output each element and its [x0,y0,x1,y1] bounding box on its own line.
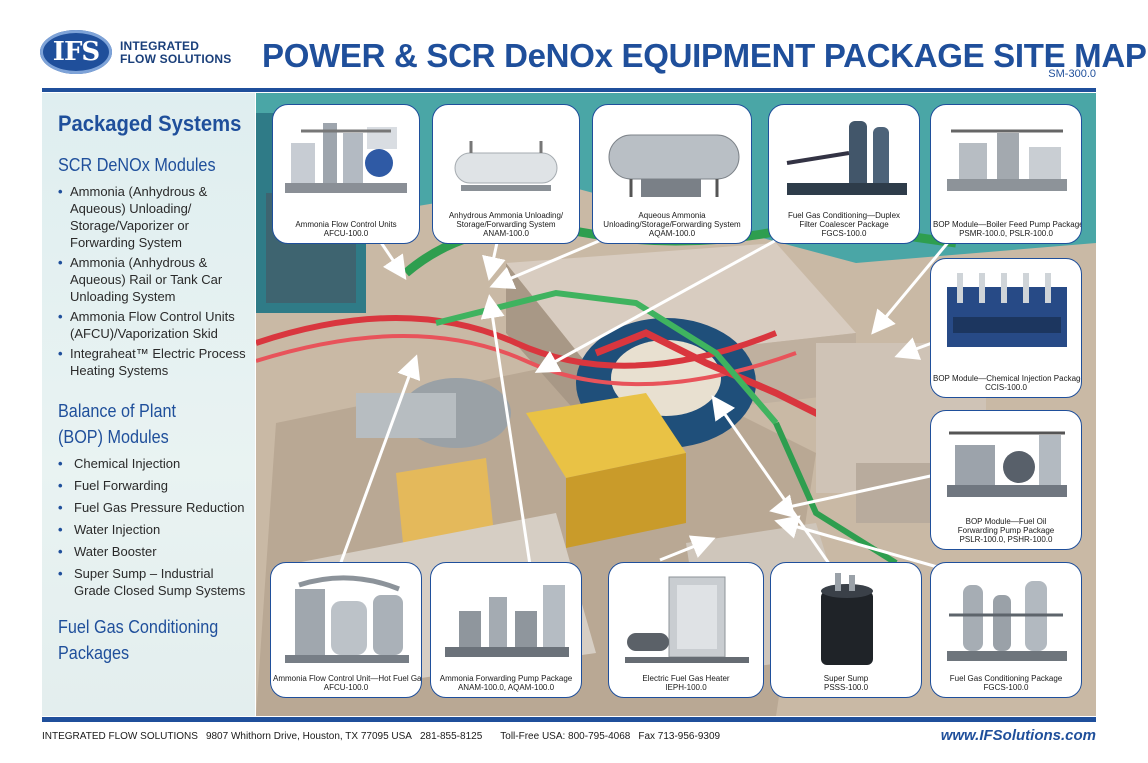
ifs-logo[interactable]: IFS INTEGRATED FLOW SOLUTIONS [40,28,240,78]
footer-address: 9807 Whithorn Drive, Houston, TX 77095 U… [205,731,412,742]
logo-line-2: FLOW SOLUTIONS [120,52,232,66]
arrow-fgcs [534,236,781,373]
ammonia-tank-icon [454,141,558,191]
afcu-skid-icon [285,123,407,193]
website-link[interactable]: www.IFSolutions.com [940,727,1096,744]
footer-fax: Fax 713-956-9309 [638,731,721,742]
logo-wordmark: INTEGRATED FLOW SOLUTIONS [120,40,231,66]
arrow-super-sump [711,395,832,566]
bop-item: •Water Booster [58,544,157,559]
scr-list: •Ammonia (Anhydrous & Aqueous) Unloading… [56,183,251,382]
bop-item: •Super Sump – Industrial Grade Closed Su… [58,566,246,598]
arrow-afcu [376,237,407,280]
fuel-gas-conditioning-icon [947,581,1067,661]
bop-list: •Chemical Injection •Fuel Forwarding •Fu… [56,455,251,604]
super-sump-tank-icon [821,573,873,665]
aqueous-tank-icon [608,134,740,197]
yellow-structure-front [566,453,686,548]
scr-item: •Ammonia Flow Control Units (AFCU)/Vapor… [58,309,235,341]
hot-fuel-gas-afcu-icon [285,575,409,663]
arrow-boiler-feed [871,239,952,335]
red-pipe-1 [256,315,778,369]
card-anam[interactable]: Anhydrous Ammonia Unloading/Storage/Forw… [432,104,580,244]
arrow-aqam [489,236,607,290]
sidebar: Packaged Systems SCR DeNOx Modules •Ammo… [42,93,255,716]
logo-letters: IFS [52,37,100,67]
filter-coalescer-icon [786,121,907,195]
footer-divider [42,717,1096,722]
header-divider [42,88,1096,92]
sidebar-heading: Packaged Systems [58,111,242,136]
footer-contact: INTEGRATED FLOW SOLUTIONS 9807 Whithorn D… [42,731,728,742]
scr-heading: SCR DeNOx Modules [58,155,216,175]
logo-oval-icon [40,30,112,74]
bop-item: •Fuel Gas Pressure Reduction [58,500,245,515]
bop-heading-line-1: Balance of Plant [58,401,176,421]
arrow-fuel-oil [769,473,936,518]
bop-heading-line-2: (BOP) Modules [58,427,169,447]
yellow-structure [526,393,686,478]
red-pipe-2 [256,334,797,387]
arrow-heater [659,535,716,562]
footer-tollfree: Toll-Free USA: 800-795-4068 [500,731,631,742]
page-title: POWER & SCR DeNOx EQUIPMENT PACKAGE SITE… [262,37,1147,74]
card-caption: Anhydrous Ammonia Unloading/Storage/Forw… [448,211,564,238]
boiler-feed-pump-icon [947,129,1067,191]
footer-company: INTEGRATED FLOW SOLUTIONS [42,731,198,742]
fgc-heading-line-2: Packages [58,643,130,663]
forwarding-pump-icon [445,585,569,657]
logo-line-1: INTEGRATED [120,39,200,53]
silver-drum-body [356,393,456,438]
document-code: SM-300.0 [1048,68,1096,80]
chemical-injection-icon [947,273,1067,347]
scr-item: •Ammonia (Anhydrous & Aqueous) Unloading… [58,184,208,250]
bop-item: •Fuel Forwarding [58,478,168,493]
arrow-hot-fuel-gas [338,354,421,566]
bop-item: •Water Injection [58,522,161,537]
arrow-fgc-package [774,515,949,572]
electric-heater-icon [625,576,749,663]
scr-item: •Integraheat™ Electric Process Heating S… [58,346,246,378]
green-pipe-2 [435,289,779,425]
bop-item: •Chemical Injection [58,456,181,471]
fuel-oil-pump-icon [947,431,1067,497]
scr-item: •Ammonia (Anhydrous & Aqueous) Rail or T… [58,255,223,304]
fgc-heading-line-1: Fuel Gas Conditioning [58,617,219,637]
footer-phone: 281-855-8125 [419,731,483,742]
arrow-forwarding-pump [480,294,532,566]
